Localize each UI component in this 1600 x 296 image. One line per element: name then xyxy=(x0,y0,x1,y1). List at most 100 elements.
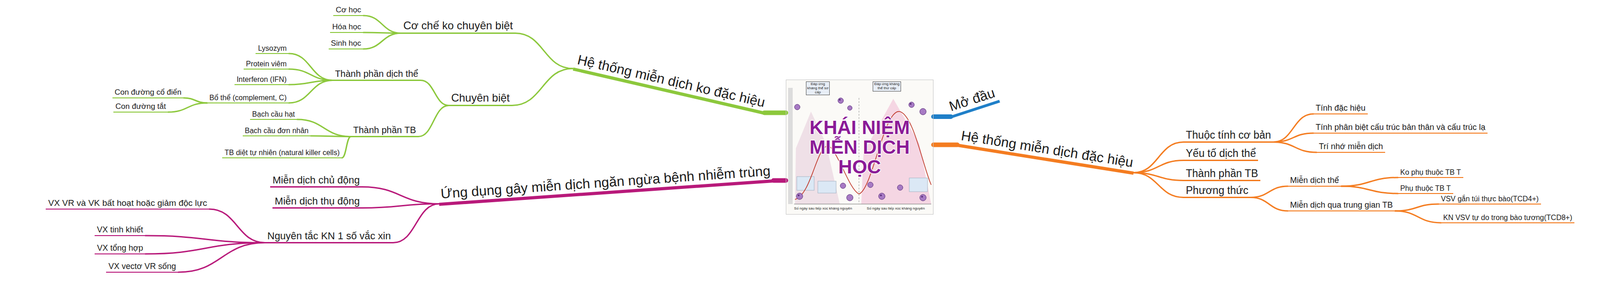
axis-label: Số ngày sau tiếp xúc kháng nguyên xyxy=(787,206,859,211)
topic-text: Yếu tố dịch thể xyxy=(1185,147,1256,160)
branch-line xyxy=(1395,210,1441,223)
topic-text: VX vectơ VR sống xyxy=(108,261,176,272)
topic-text: Mở đầu xyxy=(947,84,998,115)
topic-node: VX tinh khiết xyxy=(94,224,146,236)
topic-text: KN VSV tự do trong bào tương(TCD8+) xyxy=(1443,213,1573,222)
branch-line xyxy=(515,33,573,69)
response-box-label: Đáp ứng kháng thể thứ cấp xyxy=(872,81,902,92)
branch-line xyxy=(363,15,401,34)
topic-node: Con đường tắt xyxy=(113,101,169,113)
topic-node: Phương thức xyxy=(1183,184,1251,198)
topic-text: TB diệt tự nhiên (natural killer cells) xyxy=(224,148,340,157)
topic-text: Phương thức xyxy=(1185,184,1249,197)
topic-text: Hệ thống miễn dịch ko đặc hiệu xyxy=(575,51,767,111)
topic-node: Thành phần TB xyxy=(1183,167,1261,182)
topic-node: Bạch cầu hạt xyxy=(250,110,298,120)
topic-node: Mở đầu xyxy=(944,84,1000,118)
topic-text: Miễn dịch qua trung gian TB xyxy=(1290,200,1393,210)
topic-node: VSV gắn túi thực bào(TCD4+) xyxy=(1438,194,1542,205)
branch-line xyxy=(168,102,208,112)
branch-line xyxy=(310,135,352,137)
branch-line xyxy=(288,69,333,81)
topic-text: VX tổng hợp xyxy=(96,243,144,253)
topic-node: Interferon (IFN) xyxy=(234,75,289,86)
axis-label: Số ngày sau tiếp xúc kháng nguyên xyxy=(860,206,932,211)
topic-node: VX tổng hợp xyxy=(94,243,146,255)
topic-node: Hóa học xyxy=(330,22,364,33)
topic-text: Hóa học xyxy=(332,22,362,32)
topic-node: Trí nhớ miễn dịch xyxy=(1316,141,1386,153)
topic-text: Tính phân biệt cấu trúc bản thân và cấu … xyxy=(1315,122,1486,133)
topic-text: Protein viêm xyxy=(245,59,287,69)
branch-line xyxy=(933,142,958,148)
branch-line xyxy=(393,203,440,243)
branch-line xyxy=(1273,133,1314,143)
topic-node: Con đường cổ điển xyxy=(112,87,184,99)
topic-node: Sinh học xyxy=(328,38,364,50)
branch-line xyxy=(1341,177,1398,187)
topic-node: Ko phụ thuộc TB T xyxy=(1397,168,1464,178)
topic-text: Con đường cổ điển xyxy=(114,87,182,97)
topic-text: VX tinh khiết xyxy=(96,224,144,235)
topic-text: Thành phần TB xyxy=(1185,167,1259,180)
branch-line xyxy=(1250,186,1288,198)
topic-text: Sinh học xyxy=(330,38,362,48)
branch-line xyxy=(145,235,266,243)
branch-line xyxy=(1273,142,1317,153)
topic-node: Miễn dịch chủ động xyxy=(270,174,363,188)
topic-node: Ứng dụng gây miễn dịch ngăn ngừa bệnh nh… xyxy=(437,162,774,206)
topic-node: Tính đặc hiệu xyxy=(1313,103,1368,115)
branch-line xyxy=(363,33,401,50)
topic-text: Miễn dịch thể xyxy=(1290,175,1339,186)
topic-node: TB diệt tự nhiên (natural killer cells) xyxy=(222,148,342,159)
topic-text: Miễn dịch chủ động xyxy=(272,174,360,186)
topic-node: Thành phần dịch thể xyxy=(332,68,421,81)
branch-line xyxy=(362,186,440,204)
central-topic: KHÁI NIỆM MIỄN DỊCH HỌC xyxy=(785,79,934,215)
topic-text: Interferon (IFN) xyxy=(236,75,287,84)
branch-line xyxy=(512,68,573,106)
topic-text: Thành phần TB xyxy=(352,124,416,136)
topic-node: Hệ thống miễn dịch đặc hiệu xyxy=(957,127,1137,175)
topic-text: Cơ học xyxy=(335,5,362,15)
branch-line xyxy=(288,80,333,104)
topic-node: Hệ thống miễn dịch ko đặc hiệu xyxy=(572,51,769,115)
branch-line xyxy=(341,136,352,159)
topic-node: Thuộc tính cơ bản xyxy=(1183,128,1274,143)
branch-line xyxy=(1133,160,1184,173)
branch-line xyxy=(1133,172,1184,198)
topic-text: Bạch cầu đơn nhân xyxy=(245,126,309,135)
topic-node: Bổ thể (complement, C) xyxy=(207,93,289,104)
topic-node: Cơ học xyxy=(333,5,364,16)
branch-line xyxy=(420,80,449,106)
topic-text: Thuộc tính cơ bản xyxy=(1185,128,1271,141)
topic-node: Nguyên tắc KN 1 số vắc xin xyxy=(265,229,394,244)
topic-node: VX vectơ VR sống xyxy=(106,261,179,273)
topic-node: Thành phần TB xyxy=(350,124,419,138)
topic-text: Trí nhớ miễn dịch xyxy=(1318,141,1383,152)
response-box-label: Đáp ứng kháng thể sơ cấp xyxy=(805,81,830,96)
topic-text: Bổ thể (complement, C) xyxy=(209,93,287,102)
branch-line xyxy=(764,110,786,116)
topic-node: Chuyên biệt xyxy=(448,91,512,107)
topic-text: VSV gắn túi thực bào(TCD4+) xyxy=(1440,194,1539,203)
topic-text: Thành phần dịch thể xyxy=(335,68,419,80)
branch-line xyxy=(209,208,266,243)
branch-line xyxy=(1395,203,1439,211)
topic-node: Tính phân biệt cấu trúc bản thân và cấu … xyxy=(1313,122,1488,134)
topic-text: Con đường tắt xyxy=(115,101,166,112)
branch-line xyxy=(1133,142,1184,173)
topic-node: Miễn dịch thụ động xyxy=(272,195,363,209)
branch-line xyxy=(1250,197,1288,212)
topic-node: Phụ thuộc TB T xyxy=(1397,184,1454,194)
topic-text: Phụ thuộc TB T xyxy=(1400,184,1451,193)
branch-line xyxy=(1273,113,1314,143)
topic-node: VX VR và VK bất hoạt hoặc giảm độc lực xyxy=(45,197,210,210)
topic-text: Lysozym xyxy=(257,44,287,53)
topic-node: Bạch cầu đơn nhân xyxy=(242,126,311,137)
branch-line xyxy=(183,97,208,103)
topic-text: Ko phụ thuộc TB T xyxy=(1400,168,1462,177)
topic-node: Miễn dịch thể xyxy=(1287,175,1342,187)
topic-node: Lysozym xyxy=(255,44,289,54)
